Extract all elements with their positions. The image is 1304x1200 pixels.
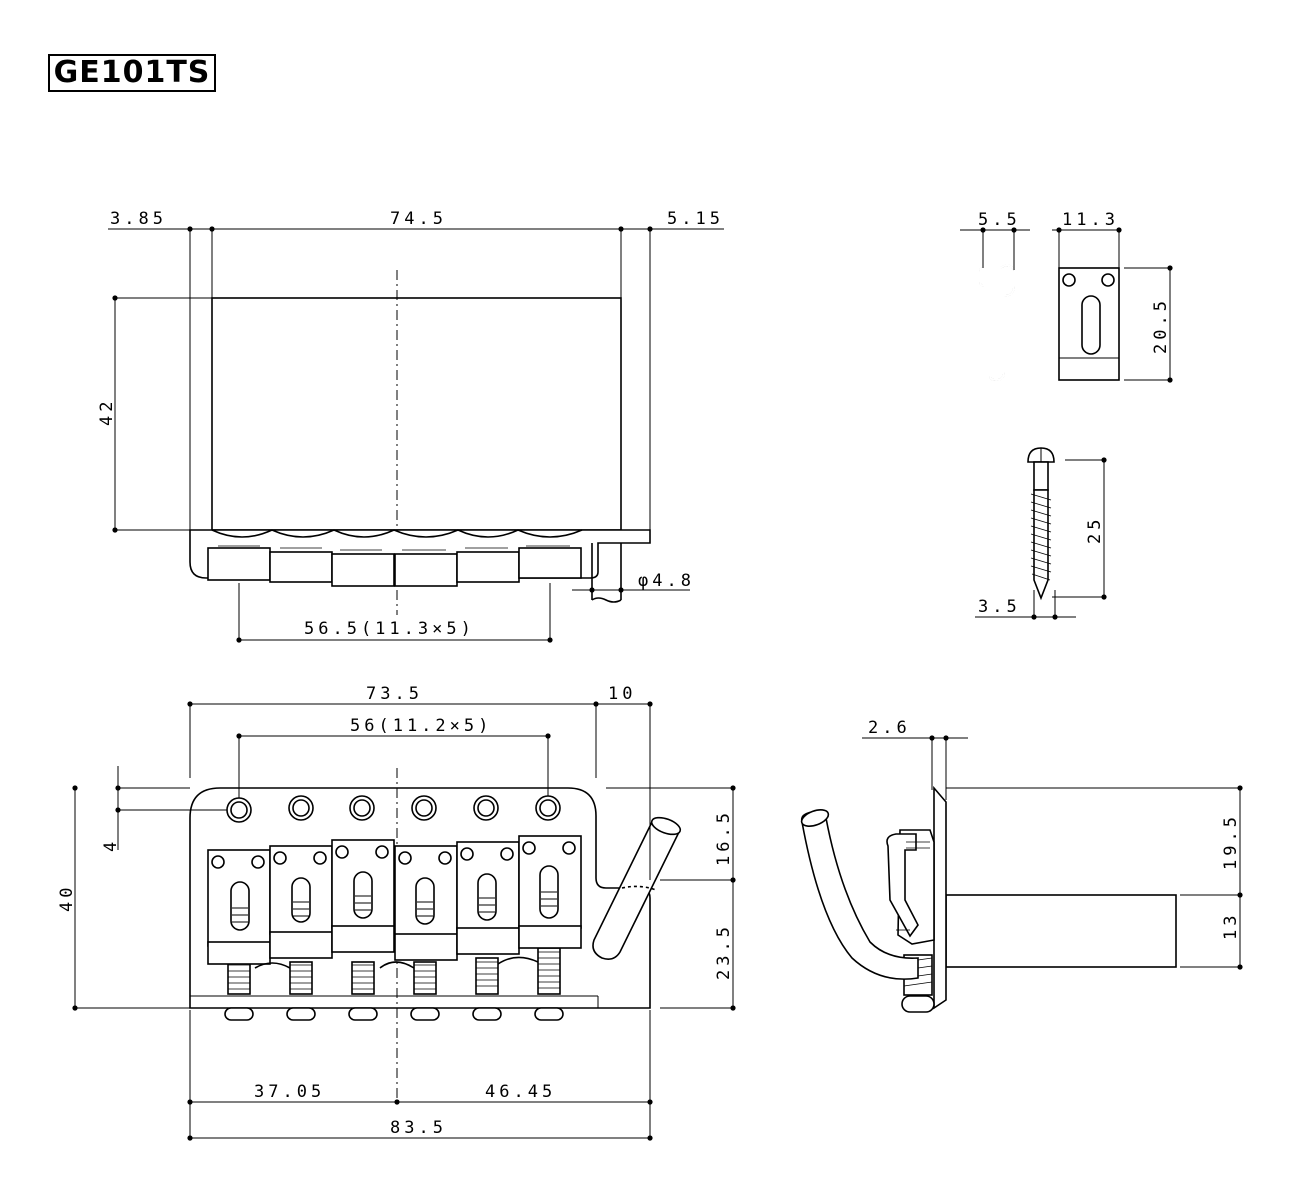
- spring-seats: [254, 956, 539, 969]
- dim-arm-diameter: φ4.8: [638, 571, 695, 591]
- screw: 25 3.5: [975, 447, 1107, 620]
- side-block: [945, 894, 1177, 968]
- side-plate: [933, 785, 947, 1010]
- dim-screw-diameter: 3.5: [978, 597, 1021, 617]
- dim-bottom-right-gap: 10: [608, 684, 636, 704]
- dim-top-left-offset: 3.85: [110, 209, 167, 229]
- top-saddle-2: [269, 551, 333, 583]
- claw-parts: 5.5 11.3 20.5: [960, 210, 1173, 383]
- dim-right-part: 46.45: [485, 1082, 556, 1102]
- dim-screw-length: 25: [1085, 516, 1105, 544]
- top-saddle-6: [518, 547, 582, 579]
- top-saddle-3: [331, 553, 395, 587]
- top-view: φ4.8 3.85 74.5 5.15 42 56.5(11.3×5): [97, 209, 724, 643]
- top-face: [211, 297, 622, 531]
- dim-upper-height: 16.5: [714, 809, 734, 866]
- model-title: GE101TS: [53, 55, 211, 90]
- dim-clip-a: 5.5: [978, 210, 1021, 230]
- top-saddle-4: [394, 553, 458, 587]
- top-saddle-hatches: [218, 545, 570, 551]
- dim-clip-height: 20.5: [1151, 297, 1171, 354]
- dim-clip-b: 11.3: [1062, 210, 1119, 230]
- dim-total-height: 40: [57, 884, 77, 912]
- dim-top-right-offset: 5.15: [667, 209, 724, 229]
- top-saddle-arcs: [211, 529, 583, 538]
- top-saddle-5: [456, 551, 520, 583]
- intonation-screw-heads: [224, 1007, 564, 1021]
- dim-string-spacing: 56(11.2×5): [350, 716, 492, 736]
- dim-lower-height: 23.5: [714, 923, 734, 980]
- dim-bottom-width: 73.5: [366, 684, 423, 704]
- front-saddles: [207, 835, 582, 965]
- dim-saddle-spacing: 56.5(11.3×5): [304, 619, 475, 639]
- model-title-box: GE101TS: [48, 54, 216, 92]
- dim-side-upper: 19.5: [1221, 813, 1241, 870]
- dim-hole-offset: 4: [101, 838, 121, 852]
- front-tremolo-arm: [592, 816, 682, 960]
- dim-side-block: 13: [1221, 912, 1241, 940]
- dim-total-width: 83.5: [390, 1118, 447, 1138]
- side-view: 2.6 19.5 13: [800, 718, 1243, 1013]
- dim-left-part: 37.05: [254, 1082, 325, 1102]
- string-holes: [226, 795, 561, 823]
- front-view: 73.5 10 56(11.2×5) 4 40 16.5 23.5 37.05 …: [57, 684, 736, 1141]
- dim-top-width: 74.5: [390, 209, 447, 229]
- dim-side-plate: 2.6: [868, 718, 911, 738]
- dim-top-height: 42: [97, 398, 117, 426]
- top-saddle-1: [207, 547, 271, 581]
